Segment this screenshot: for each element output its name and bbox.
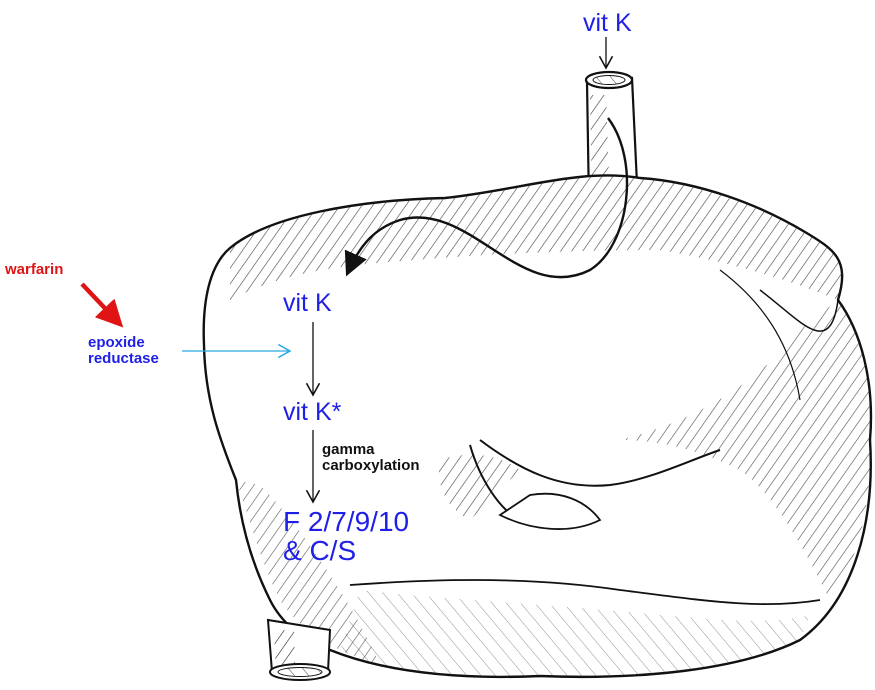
label-warfarin: warfarin <box>5 261 64 278</box>
label-factors: F 2/7/9/10 <box>283 506 410 537</box>
label-epoxide-reductase: epoxide reductase <box>88 335 159 367</box>
vessel-bottom <box>266 618 332 681</box>
label-vitk-active: vit K* <box>283 398 342 426</box>
label-clotting-factors: F 2/7/9/10 & C/S <box>283 507 409 566</box>
label-gamma: gamma <box>322 441 375 458</box>
arrow-warfarin-inhibits <box>80 282 124 328</box>
label-vitk-liver: vit K <box>283 289 332 317</box>
label-reductase: reductase <box>88 349 159 367</box>
label-epoxide: epoxide <box>88 334 145 351</box>
label-carboxylation: carboxylation <box>322 456 420 474</box>
label-gamma-carboxylation: gamma carboxylation <box>322 442 420 474</box>
liver-body <box>202 174 873 679</box>
label-proteins-cs: & C/S <box>283 535 357 567</box>
arrow-vessel-to-liver <box>344 117 629 279</box>
label-vitk-top: vit K <box>583 9 632 37</box>
